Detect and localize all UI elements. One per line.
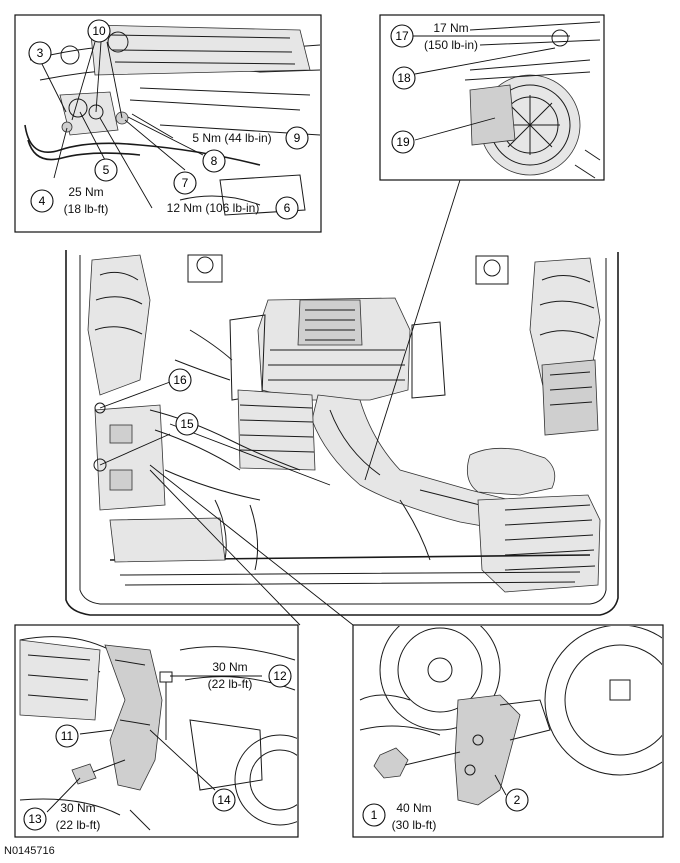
callout-17: 17 [390,24,414,48]
svg-text:14: 14 [217,793,231,807]
callout-14: 14 [212,788,236,812]
svg-text:2: 2 [514,793,521,807]
callout-7: 7 [173,171,197,195]
svg-text:3: 3 [37,46,44,60]
callout-10: 10 [87,19,111,43]
callout-3: 3 [28,41,52,65]
torque-spec-17-lbin: (150 lb-in) [424,38,478,52]
torque-spec-13-lbft: (22 lb-ft) [56,818,101,832]
svg-text:12: 12 [273,669,287,683]
torque-spec-12-nm: 30 Nm [212,660,247,674]
detail-panel-generator [379,14,605,181]
callout-15: 15 [175,412,199,436]
torque-spec-17-nm: 17 Nm [433,21,468,35]
torque-spec-12-lbft: (22 lb-ft) [208,677,253,691]
figure-id: N0145716 [4,845,55,857]
svg-text:15: 15 [180,417,194,431]
leader-lines [39,35,570,813]
torque-spec-4-lbft: (18 lb-ft) [64,202,109,216]
callout-8: 8 [202,149,226,173]
torque-spec-1-lbft: (30 lb-ft) [392,818,437,832]
engine-bay-view [65,250,619,616]
torque-spec-6: 12 Nm (106 lb-in) [167,201,260,215]
svg-text:7: 7 [182,176,189,190]
svg-text:18: 18 [397,71,411,85]
torque-spec-13-nm: 30 Nm [60,801,95,815]
svg-text:4: 4 [39,194,46,208]
svg-text:16: 16 [173,373,187,387]
torque-spec-1-nm: 40 Nm [396,801,431,815]
callout-4: 4 [30,189,54,213]
callout-18: 18 [392,66,416,90]
detail-panel-tensioner [14,14,322,233]
svg-text:13: 13 [28,812,42,826]
callout-11: 11 [55,724,79,748]
callout-2: 2 [505,788,529,812]
svg-text:10: 10 [92,24,106,38]
svg-text:5: 5 [103,163,110,177]
svg-text:17: 17 [395,29,409,43]
callout-5: 5 [94,158,118,182]
svg-text:9: 9 [294,131,301,145]
callout-13: 13 [23,807,47,831]
callout-9: 9 [285,126,309,150]
svg-text:6: 6 [284,201,291,215]
callout-12: 12 [268,664,292,688]
callout-19: 19 [391,130,415,154]
torque-spec-4-nm: 25 Nm [68,185,103,199]
callout-6: 6 [275,196,299,220]
callout-1: 1 [362,803,386,827]
callout-16: 16 [168,368,192,392]
svg-text:11: 11 [61,729,74,743]
svg-text:19: 19 [396,135,410,149]
svg-text:8: 8 [211,154,218,168]
svg-text:1: 1 [371,808,378,822]
torque-spec-9: 5 Nm (44 lb-in) [192,131,271,145]
